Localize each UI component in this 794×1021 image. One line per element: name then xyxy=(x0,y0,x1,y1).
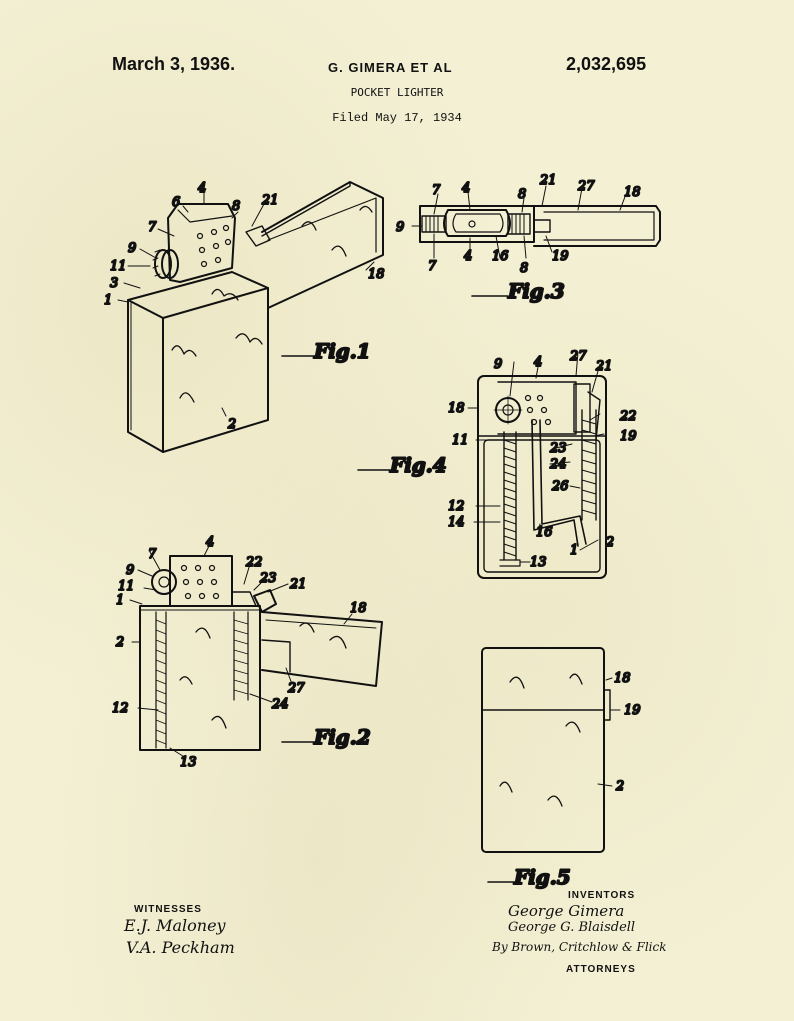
label-fig1-8: 8 xyxy=(232,199,240,214)
label-fig4-11: 11 xyxy=(452,433,469,448)
label-fig2-21: 21 xyxy=(289,577,307,592)
label-fig2-11: 11 xyxy=(118,579,135,594)
label-fig2-22: 22 xyxy=(245,555,263,570)
label-fig2-9: 9 xyxy=(126,563,134,578)
patent-date: March 3, 1936. xyxy=(112,54,236,74)
fig4-label: Fig.4 xyxy=(389,453,447,477)
label-fig4-26: 26 xyxy=(551,479,569,494)
label-fig3-4-bottom: 4 xyxy=(463,249,472,264)
label-fig4-22: 22 xyxy=(619,409,637,424)
label-fig2-7: 7 xyxy=(148,547,157,562)
label-fig1-11: 11 xyxy=(110,259,127,274)
label-fig2-27: 27 xyxy=(287,681,305,696)
witnesses-label: WITNESSES xyxy=(134,904,202,915)
figure-4-drawing xyxy=(467,351,607,579)
label-fig3-7-top: 7 xyxy=(432,183,441,198)
witness-signature-2: V.A. Peckham xyxy=(126,938,235,957)
inventor-signature-1: George Gimera xyxy=(508,902,625,920)
label-fig3-4-top: 4 xyxy=(461,181,470,196)
figure-5-drawing xyxy=(481,647,621,853)
fig1-label: Fig.1 xyxy=(313,339,371,363)
patent-title: POCKET LIGHTER xyxy=(350,86,444,99)
label-fig3-9: 9 xyxy=(396,220,404,235)
filed-date: Filed May 17, 1934 xyxy=(332,111,462,125)
label-fig4-13: 13 xyxy=(530,555,547,570)
figure-2-drawing xyxy=(129,543,383,759)
fig2-label: Fig.2 xyxy=(313,725,371,749)
label-fig5-18: 18 xyxy=(614,671,631,686)
label-fig1-3: 3 xyxy=(110,276,118,291)
inventors-label: INVENTORS xyxy=(568,890,636,901)
label-fig4-12: 12 xyxy=(448,499,465,514)
label-fig2-4: 4 xyxy=(205,535,214,550)
label-fig4-9: 9 xyxy=(494,357,502,372)
label-fig4-4: 4 xyxy=(533,355,542,370)
attorneys-signature: By Brown, Critchlow & Flick xyxy=(492,940,667,954)
label-fig3-19: 19 xyxy=(552,249,569,264)
label-fig3-16: 16 xyxy=(492,249,509,264)
attorneys-label: ATTORNEYS xyxy=(566,964,636,975)
patent-number: 2,032,695 xyxy=(566,54,647,74)
label-fig4-21: 21 xyxy=(595,359,613,374)
label-fig2-13: 13 xyxy=(180,755,197,770)
label-fig4-2: 2 xyxy=(605,535,614,550)
label-fig3-8-bottom: 8 xyxy=(520,261,528,276)
figure-1-drawing xyxy=(117,181,384,453)
label-fig2-2: 2 xyxy=(115,635,124,650)
label-fig1-18: 18 xyxy=(368,267,385,282)
label-fig2-12: 12 xyxy=(112,701,129,716)
label-fig1-4: 4 xyxy=(197,181,206,196)
label-fig2-18: 18 xyxy=(350,601,367,616)
label-fig4-18: 18 xyxy=(448,401,465,416)
label-fig4-14: 14 xyxy=(448,515,465,530)
label-fig1-2: 2 xyxy=(227,417,236,432)
label-fig4-16: 16 xyxy=(536,525,553,540)
fig5-label: Fig.5 xyxy=(513,865,571,889)
inventor-signature-2: George G. Blaisdell xyxy=(508,920,636,935)
label-fig3-7-bottom: 7 xyxy=(428,259,437,274)
label-fig2-23: 23 xyxy=(259,571,277,586)
label-fig4-24: 24 xyxy=(549,457,567,472)
label-fig4-1: 1 xyxy=(570,543,578,558)
label-fig2-1: 1 xyxy=(116,593,124,608)
label-fig4-19: 19 xyxy=(620,429,637,444)
label-fig3-8-top: 8 xyxy=(518,187,526,202)
label-fig3-21: 21 xyxy=(539,173,557,188)
label-fig1-9: 9 xyxy=(128,241,136,256)
label-fig1-7: 7 xyxy=(148,220,157,235)
label-fig1-1: 1 xyxy=(104,293,112,308)
fig3-label: Fig.3 xyxy=(507,279,565,303)
label-fig5-2: 2 xyxy=(615,779,624,794)
label-fig2-24: 24 xyxy=(271,697,289,712)
witness-signature-1: E.J. Maloney xyxy=(124,916,226,935)
figure-3-drawing xyxy=(411,185,661,259)
inventor-header: G. GIMERA ET AL xyxy=(328,60,453,75)
label-fig1-21: 21 xyxy=(261,193,279,208)
label-fig4-27: 27 xyxy=(569,349,587,364)
label-fig3-27: 27 xyxy=(577,179,595,194)
label-fig5-19: 19 xyxy=(624,703,641,718)
label-fig4-23: 23 xyxy=(549,441,567,456)
label-fig1-6: 6 xyxy=(172,195,180,210)
label-fig3-18: 18 xyxy=(624,185,641,200)
